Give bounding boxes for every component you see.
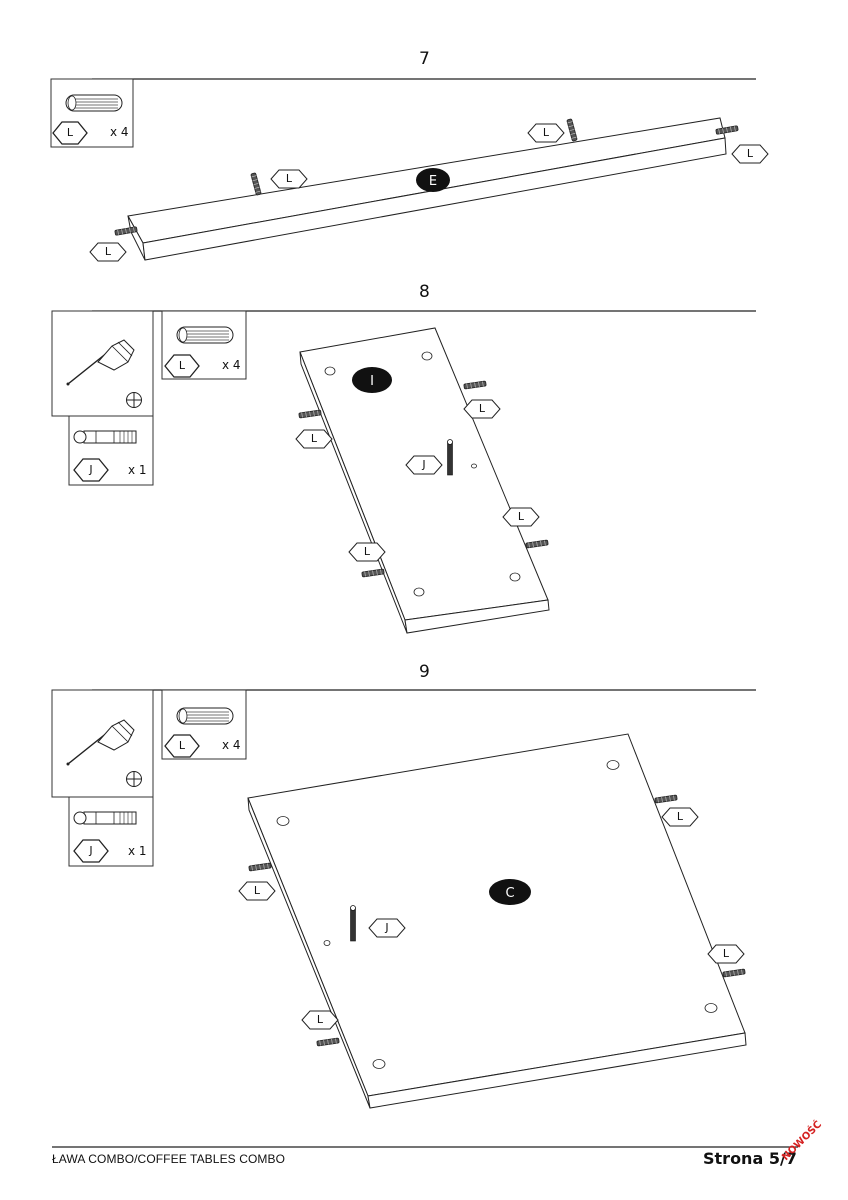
- drawing-code: L: [542, 126, 550, 139]
- step-number: 7: [419, 49, 430, 69]
- drawing-code: L: [676, 810, 684, 823]
- drawing-code: J: [385, 921, 389, 934]
- dowel-pin: [722, 968, 746, 978]
- cam-bolt-pin: [447, 439, 453, 476]
- hole: [471, 463, 477, 469]
- dowel-pin: [654, 794, 678, 804]
- panel-i: [299, 327, 550, 634]
- hole: [606, 760, 620, 770]
- dowel-qty: x 4: [222, 358, 241, 372]
- cam-bolt-icon: [73, 430, 137, 444]
- drawing-code: L: [316, 1013, 324, 1026]
- cam-bolt-icon: [73, 811, 137, 825]
- hole: [704, 1003, 718, 1013]
- panel-badge: [489, 879, 531, 905]
- dowel-icon: [65, 94, 123, 112]
- hole: [323, 940, 331, 946]
- dowel-icon: [176, 707, 234, 725]
- drawing-code: L: [253, 884, 261, 897]
- dowel-pin: [316, 1037, 340, 1047]
- drawing-code: L: [310, 432, 318, 445]
- dowel-pin: [361, 568, 385, 578]
- part-code: J: [89, 844, 93, 857]
- drawing-code: L: [363, 545, 371, 558]
- dowel-pin: [566, 118, 578, 142]
- phillips-icon: [126, 771, 142, 787]
- footer-title: ŁAWA COMBO/COFFEE TABLES COMBO: [52, 1152, 286, 1166]
- cam-bolt-pin: [350, 905, 356, 942]
- panel-badge: [416, 168, 450, 192]
- hole: [509, 572, 521, 582]
- drawing-code: L: [478, 402, 486, 415]
- dowel-icon: [176, 326, 234, 344]
- dowel-qty: x 4: [222, 738, 241, 752]
- page-number: Strona 5/7: [703, 1149, 797, 1168]
- drawing-code: L: [104, 245, 112, 258]
- cam-qty: x 1: [128, 844, 147, 858]
- hole: [372, 1059, 386, 1069]
- panel-c: [247, 733, 747, 1109]
- hole: [276, 816, 290, 826]
- drawing-code: L: [517, 510, 525, 523]
- dowel-pin: [525, 539, 549, 549]
- panel-badge: [352, 367, 392, 393]
- panel-letter: I: [370, 374, 374, 389]
- dowel-pin: [250, 172, 262, 196]
- dowel-pin: [248, 862, 272, 872]
- drawing-code: L: [722, 947, 730, 960]
- hole: [421, 351, 433, 361]
- hole: [324, 366, 336, 376]
- part-code: L: [66, 126, 74, 139]
- drawing-code: J: [422, 458, 426, 471]
- step-number: 8: [419, 282, 430, 302]
- phillips-icon: [126, 392, 142, 408]
- part-code: L: [178, 359, 186, 372]
- hole: [413, 587, 425, 597]
- dowel-qty: x 4: [110, 125, 129, 139]
- drawing-code: L: [285, 172, 293, 185]
- step-number: 9: [419, 662, 430, 682]
- panel-letter: C: [505, 886, 514, 901]
- dowel-pin: [463, 380, 487, 390]
- cam-qty: x 1: [128, 463, 147, 477]
- part-code: J: [89, 463, 93, 476]
- part-code: L: [178, 739, 186, 752]
- drawing-code: L: [746, 147, 754, 160]
- panel-letter: E: [429, 174, 437, 189]
- dowel-pin: [298, 409, 322, 419]
